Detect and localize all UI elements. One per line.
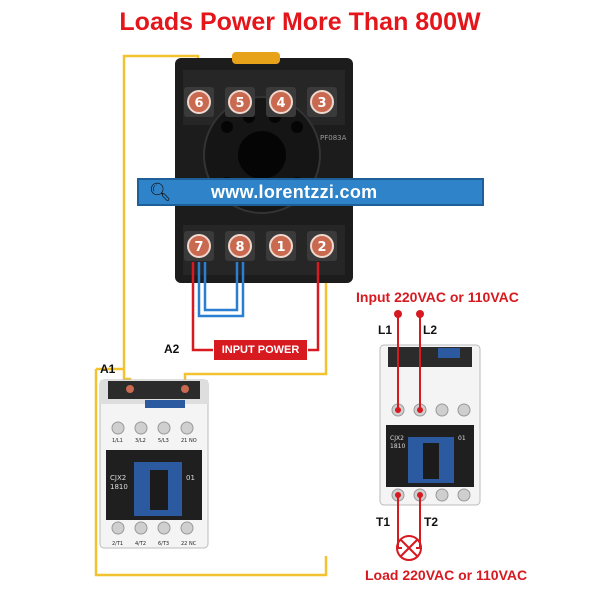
watermark-url: www.lorentzzi.com	[211, 181, 378, 202]
page-title: Loads Power More Than 800W	[119, 8, 481, 36]
load-caption: Load 220VAC or 110VAC	[365, 567, 528, 583]
label-a2: A2	[164, 342, 180, 356]
wire-aux	[94, 369, 328, 577]
label-l1: L1	[378, 323, 392, 337]
coil-terminal-a2	[181, 385, 189, 393]
label-t2: T2	[424, 515, 438, 529]
terminal-number: 7	[194, 240, 203, 255]
coil-terminal-a1	[126, 385, 134, 393]
left-bottom-marking-1: 2/T1	[112, 541, 123, 547]
blue-wire	[197, 262, 245, 318]
bottom-terminals: 7 8 1 2	[184, 231, 337, 261]
input-power-label: INPUT POWER	[213, 339, 308, 361]
right-red-wires	[397, 314, 421, 549]
left-bottom-marking-4: 22 NC	[181, 541, 197, 547]
terminal-7: 7	[184, 231, 214, 261]
terminal-1: 1	[266, 231, 296, 261]
left-top-marking-2: 3/L2	[135, 438, 146, 444]
terminal-5: 5	[225, 87, 255, 117]
top-terminals: 6 5 4 3	[184, 87, 337, 117]
left-top-marking-3: 5/L3	[158, 438, 169, 444]
watermark-bar: 🔍︎ www.lorentzzi.com	[137, 178, 484, 206]
terminal-number: 3	[317, 96, 326, 111]
label-a1: A1	[100, 362, 116, 376]
terminal-dot-l1	[395, 407, 401, 413]
right-model-2: 1810	[390, 443, 405, 450]
terminal-number: 8	[235, 240, 244, 255]
terminal-dot-l2	[417, 407, 423, 413]
left-top-marking-4: 21 NO	[181, 438, 197, 444]
left-model-2: 1810	[110, 483, 128, 491]
terminal-2: 2	[307, 231, 337, 261]
left-model-1: CJX2	[110, 474, 126, 482]
terminal-8: 8	[225, 231, 255, 261]
input-caption: Input 220VAC or 110VAC	[356, 289, 519, 305]
label-t1: T1	[376, 515, 390, 529]
lamp-load-icon	[396, 535, 422, 561]
right-model-1: CJX2	[390, 435, 404, 442]
terminal-number: 6	[194, 96, 203, 111]
right-aux-label: 01	[458, 435, 466, 442]
magnifier-icon: 🔍︎	[148, 181, 172, 203]
contactor-left: 1/L1 3/L2 5/L3 21 NO CJX2 1810 01 2/T1 4…	[99, 379, 209, 549]
left-bottom-marking-3: 6/T3	[158, 541, 169, 547]
terminal-number: 5	[235, 96, 244, 111]
left-top-marking-1: 1/L1	[112, 438, 123, 444]
terminal-4: 4	[266, 87, 296, 117]
terminal-6: 6	[184, 87, 214, 117]
terminal-dot-t2	[417, 492, 423, 498]
red-wire	[191, 262, 320, 352]
left-aux-label: 01	[186, 474, 195, 482]
left-bottom-marking-2: 4/T2	[135, 541, 146, 547]
clip-icon	[232, 52, 280, 64]
label-l2: L2	[423, 323, 437, 337]
terminal-3: 3	[307, 87, 337, 117]
terminal-dot-t1	[395, 492, 401, 498]
terminal-number: 4	[276, 96, 285, 111]
contactor-right: CJX2 1810 01	[379, 344, 481, 506]
terminal-number: 2	[317, 240, 326, 255]
supply-dot-l1	[394, 310, 402, 318]
socket-model: PF083A	[320, 134, 347, 142]
terminal-number: 1	[276, 240, 285, 255]
supply-dot-l2	[416, 310, 424, 318]
